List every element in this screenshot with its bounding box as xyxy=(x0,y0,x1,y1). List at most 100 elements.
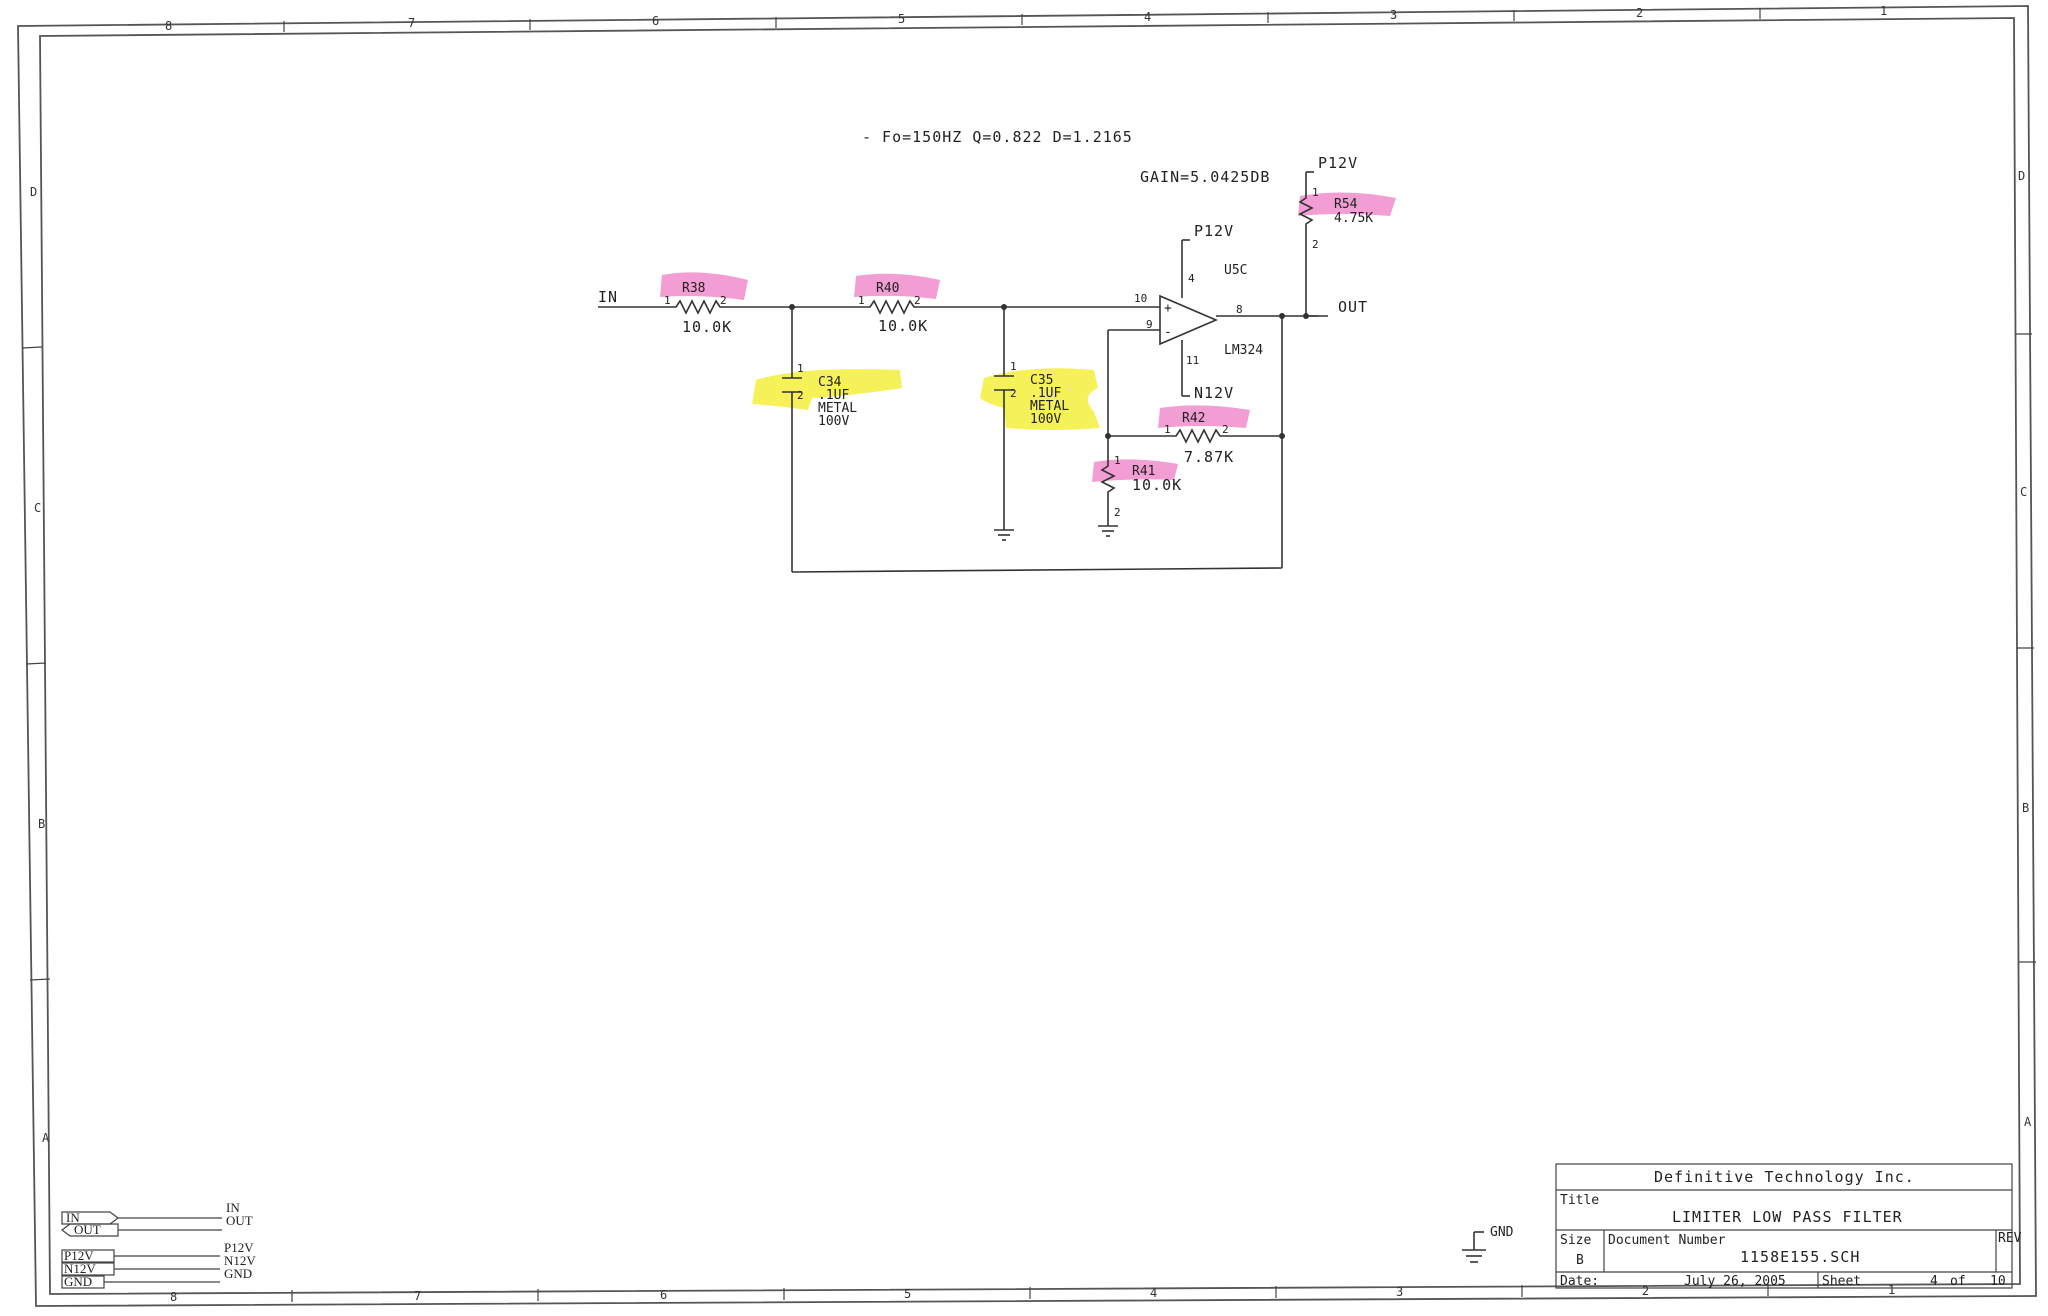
opamp-u5c-pin-vminus: 11 xyxy=(1186,354,1199,367)
ground-symbol-c35 xyxy=(994,529,1014,541)
resistor-r42-ref: R42 xyxy=(1182,411,1205,426)
capacitor-c34-type: METAL xyxy=(818,401,857,416)
port-legend: IN OUT IN OUT P12V N12V GND P12V N12V GN… xyxy=(61,1200,256,1289)
port-tag-in-label: IN xyxy=(66,1210,80,1225)
title-block: Definitive Technology Inc. Title LIMITER… xyxy=(1555,1163,2022,1289)
resistor-r41-pin1: 1 xyxy=(1114,454,1121,467)
junction-out-r54 xyxy=(1303,313,1309,319)
resistor-r40-value: 10.0K xyxy=(878,317,928,335)
highlighter-marks xyxy=(660,192,1396,482)
title-block-title: LIMITER LOW PASS FILTER xyxy=(1672,1208,1903,1226)
resistor-r54-pin2: 2 xyxy=(1312,238,1319,251)
title-block-rev-label: REV xyxy=(1998,1231,2022,1246)
wires xyxy=(598,171,1328,573)
frame-col-bottom-7: 7 xyxy=(414,1289,421,1303)
top-zone-ticks xyxy=(283,8,1761,32)
net-label-out: OUT xyxy=(1338,298,1368,316)
frame-col-top-8: 8 xyxy=(165,19,172,33)
resistor-r40: R40 1 2 10.0K xyxy=(858,281,928,335)
resistor-r38: R38 1 2 10.0K xyxy=(664,281,732,336)
title-block-box xyxy=(1555,1163,2013,1289)
port-tag-out-label: OUT xyxy=(74,1222,101,1237)
highlight-r40 xyxy=(854,273,940,299)
resistor-r40-ref: R40 xyxy=(876,281,899,296)
capacitor-c35: 1 2 C35 .1UF METAL 100V xyxy=(994,360,1069,427)
capacitor-c34-pin2: 2 xyxy=(797,389,804,402)
highlight-r38 xyxy=(660,272,748,300)
resistor-r38-value: 10.0K xyxy=(682,318,732,336)
opamp-u5c-part: LM324 xyxy=(1224,343,1263,358)
junction-r42-r41 xyxy=(1105,433,1111,439)
bottom-zone-ticks xyxy=(291,1284,1769,1302)
capacitor-c35-pin2: 2 xyxy=(1010,387,1017,400)
frame-row-right-d: D xyxy=(2018,169,2025,183)
legend-in-text: IN xyxy=(226,1200,240,1215)
frame-col-top-4: 4 xyxy=(1144,10,1151,24)
capacitor-c34-voltage: 100V xyxy=(818,414,849,429)
title-block-date: July 26, 2005 xyxy=(1684,1274,1786,1289)
resistor-r41-symbol xyxy=(1100,460,1116,496)
inner-border xyxy=(39,17,2021,1295)
highlight-c34 xyxy=(752,369,902,410)
title-block-doc-label: Document Number xyxy=(1608,1233,1726,1248)
resistor-r38-symbol xyxy=(668,299,730,315)
junction-out-feedback xyxy=(1279,313,1285,319)
resistor-r40-symbol xyxy=(862,299,924,315)
capacitor-c34: 1 2 C34 .1UF METAL 100V xyxy=(782,362,857,429)
opamp-u5c-pin-in-minus: 9 xyxy=(1146,318,1153,331)
frame-col-top-6: 6 xyxy=(652,14,659,28)
net-label-n12v: N12V xyxy=(1194,384,1234,402)
resistor-r54: R54 4.75K 1 2 xyxy=(1298,186,1373,251)
net-label-p12v-opamp: P12V xyxy=(1194,222,1234,240)
port-tag-p12v-label: P12V xyxy=(64,1248,94,1263)
filter-parameters-note: - Fo=150HZ Q=0.822 D=1.2165 xyxy=(862,128,1133,146)
net-label-gnd: GND xyxy=(1490,1225,1514,1240)
capacitor-c34-value: .1UF xyxy=(818,388,849,403)
frame-col-top-7: 7 xyxy=(408,16,415,30)
frame-row-left-a: A xyxy=(42,1131,50,1145)
opamp-u5c-plus-sign: + xyxy=(1164,301,1172,316)
capacitor-c35-voltage: 100V xyxy=(1030,412,1061,427)
frame-row-right-a: A xyxy=(2024,1115,2032,1129)
resistor-r41-value: 10.0K xyxy=(1132,476,1182,494)
highlight-r54 xyxy=(1298,192,1396,216)
capacitor-c34-ref: C34 xyxy=(818,375,842,390)
ground-symbol-r41 xyxy=(1098,525,1118,537)
frame-col-bottom-6: 6 xyxy=(660,1288,667,1302)
resistor-r42-pin2: 2 xyxy=(1222,423,1229,436)
frame-col-top-1: 1 xyxy=(1880,4,1887,18)
frame-col-bottom-5: 5 xyxy=(904,1287,911,1301)
resistor-r42: R42 1 2 7.87K xyxy=(1164,411,1234,466)
title-block-title-label: Title xyxy=(1560,1193,1599,1208)
frame-row-left-c: C xyxy=(34,501,41,515)
opamp-u5c-pin-in-plus: 10 xyxy=(1134,292,1147,305)
resistor-r54-ref: R54 xyxy=(1334,197,1358,212)
legend-n12v-text: N12V xyxy=(224,1253,256,1268)
resistor-r40-pin1: 1 xyxy=(858,294,865,307)
port-tag-in xyxy=(61,1211,119,1225)
title-block-company: Definitive Technology Inc. xyxy=(1654,1168,1915,1186)
frame-row-right-c: C xyxy=(2020,485,2027,499)
frame-col-bottom-1: 1 xyxy=(1888,1283,1895,1297)
junction-c34 xyxy=(789,304,795,310)
capacitor-c34-pin1: 1 xyxy=(797,362,804,375)
frame-row-left-b: B xyxy=(38,817,45,831)
frame-col-bottom-8: 8 xyxy=(170,1290,177,1304)
junction-r42-right xyxy=(1279,433,1285,439)
resistor-r38-ref: R38 xyxy=(682,281,705,296)
opamp-u5c-pin-vplus: 4 xyxy=(1188,272,1195,285)
capacitor-c35-ref: C35 xyxy=(1030,373,1053,388)
resistor-r42-symbol xyxy=(1168,428,1230,444)
resistor-r54-value: 4.75K xyxy=(1334,211,1373,226)
resistor-r38-pin2: 2 xyxy=(720,294,727,307)
highlight-c35 xyxy=(980,368,1100,430)
title-block-size: B xyxy=(1576,1253,1584,1268)
junction-c35 xyxy=(1001,304,1007,310)
title-block-sheet-label: Sheet xyxy=(1822,1274,1861,1289)
capacitor-c35-type: METAL xyxy=(1030,399,1069,414)
highlight-r42 xyxy=(1158,405,1250,428)
frame-row-left-d: D xyxy=(30,185,37,199)
resistor-r42-value: 7.87K xyxy=(1184,448,1234,466)
resistor-r38-pin1: 1 xyxy=(664,294,671,307)
frame-col-top-3: 3 xyxy=(1390,8,1397,22)
